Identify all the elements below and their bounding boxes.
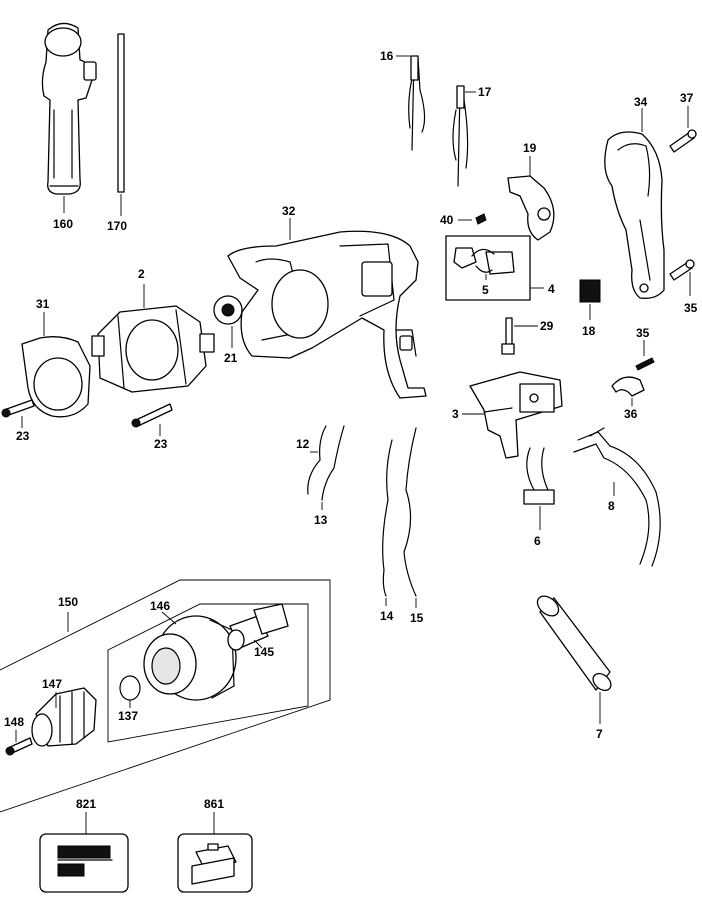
leads-12-13-part [307,425,345,501]
depth-rod-part [117,33,125,193]
label-14: 14 [380,609,394,623]
label-7: 7 [596,727,603,741]
label-146: 146 [150,599,170,613]
label-821: 821 [76,797,96,811]
clamp-36-part [611,376,645,397]
bearing-21-part [213,295,243,325]
label-2: 2 [138,267,145,281]
bracket-19-part [507,175,555,241]
label-137: 137 [118,709,138,723]
label-13: 13 [314,513,328,527]
screw-40-part [475,213,487,225]
wire-16-part [408,55,426,151]
carry-case-861-part [177,833,253,893]
brush-holder-box [445,235,531,301]
brush-18-part [579,279,601,303]
tube-7-part [536,595,612,692]
ring-137-part [119,675,141,701]
screw-35-part [669,259,695,281]
label-34: 34 [634,95,648,109]
label-145: 145 [254,645,274,659]
side-handle-part [41,22,97,195]
screw-148-part [5,737,33,756]
screw-37-part [669,129,697,153]
label-35-lower: 35 [636,326,650,340]
baffle-31-part [21,336,91,418]
nameplate-821-part [39,833,129,893]
label-6: 6 [534,534,541,548]
label-15: 15 [410,611,424,625]
wire-17-part [452,85,469,187]
label-148: 148 [4,715,24,729]
label-40: 40 [440,213,454,227]
label-170: 170 [107,219,127,233]
label-3: 3 [452,407,459,421]
label-29: 29 [540,319,554,333]
brush-6-part [523,447,555,505]
screw-35-lower [635,357,655,371]
label-21: 21 [224,351,238,365]
label-17: 17 [478,85,492,99]
label-37: 37 [680,91,694,105]
label-16: 16 [380,49,394,63]
collar-146-part [143,615,237,701]
label-23-right: 23 [154,437,168,451]
label-160: 160 [53,217,73,231]
screw-23-left [1,399,35,418]
screw-23-right [131,403,173,428]
label-12: 12 [296,437,310,451]
spindle-145-part [227,603,289,651]
label-18: 18 [582,324,596,338]
label-36: 36 [624,407,638,421]
label-5: 5 [482,283,489,297]
label-35-upper: 35 [684,301,698,315]
pin-29-part [501,317,515,355]
power-cable-8-part [573,427,661,567]
label-4: 4 [548,282,555,296]
label-23-left: 23 [16,429,30,443]
chuck-147-part [31,687,97,747]
label-8: 8 [608,499,615,513]
label-19: 19 [523,141,537,155]
handle-half-part [604,131,665,299]
gear-housing-part [227,230,427,399]
label-32: 32 [282,204,296,218]
label-147: 147 [42,677,62,691]
label-150: 150 [58,595,78,609]
field-coil-part [91,305,215,393]
label-31: 31 [36,297,50,311]
label-861: 861 [204,797,224,811]
chuck-assembly-box [0,579,331,813]
switch-3-part [469,371,563,459]
leads-14-15-part [382,427,417,597]
